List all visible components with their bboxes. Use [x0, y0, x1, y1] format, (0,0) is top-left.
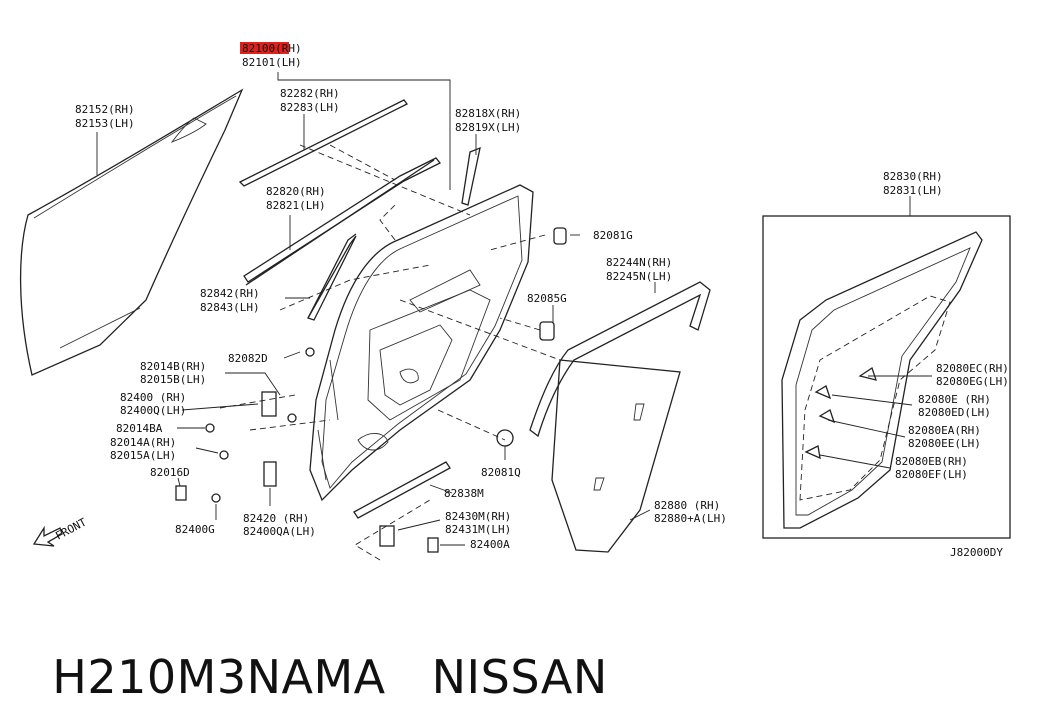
label-regulator-rh[interactable]: 82430M(RH): [445, 510, 511, 523]
label-clip-ea-rh[interactable]: 82080EA(RH): [908, 424, 981, 437]
label-hinge-upper-lh[interactable]: 82015B(LH): [140, 373, 206, 386]
label-cover-rh[interactable]: 82818X(RH): [455, 107, 521, 120]
label-glass-lh[interactable]: 82880+A(LH): [654, 512, 727, 525]
door-sash: [529, 281, 711, 438]
label-moulding-lh[interactable]: 82283(LH): [280, 101, 340, 114]
hinge-parts: [175, 227, 567, 553]
label-nut-400a[interactable]: 82400A: [470, 538, 510, 551]
label-hole-cover[interactable]: 82081Q: [481, 466, 521, 479]
label-outer-strip-rh[interactable]: 82820(RH): [266, 185, 326, 198]
label-hinge-rh[interactable]: 82400 (RH): [120, 391, 186, 404]
label-clip-ea-lh[interactable]: 82080EE(LH): [908, 437, 981, 450]
label-clip-eb-lh[interactable]: 82080EF(LH): [895, 468, 968, 481]
assembly-lines: [219, 144, 561, 561]
label-glass-rh[interactable]: 82880 (RH): [654, 499, 720, 512]
label-weatherstrip-lh[interactable]: 82831(LH): [883, 184, 943, 197]
label-clip-81g[interactable]: 82081G: [593, 229, 633, 242]
door-glass: [551, 359, 681, 553]
label-bolt-82d[interactable]: 82082D: [228, 352, 268, 365]
label-sash-rh[interactable]: 82244N(RH): [606, 256, 672, 269]
label-clip-e-rh[interactable]: 82080E (RH): [918, 393, 991, 406]
selected-part-highlight: [240, 42, 289, 54]
label-check-rh[interactable]: 82420 (RH): [243, 512, 309, 525]
label-hinge-lh[interactable]: 82400Q(LH): [120, 404, 186, 417]
label-hinge-lower-rh[interactable]: 82014A(RH): [110, 436, 176, 449]
inner-strip-bar: [353, 461, 451, 519]
door-inner-frame: [309, 184, 534, 502]
label-panel-lh[interactable]: 82153(LH): [75, 117, 135, 130]
door-outer-panel: [19, 88, 244, 376]
label-check-lh[interactable]: 82400QA(LH): [243, 525, 316, 538]
label-inner-strip[interactable]: 82838M: [444, 487, 484, 500]
label-weatherstrip-rh[interactable]: 82830(RH): [883, 170, 943, 183]
label-door-assy-lh[interactable]: 82101(LH): [242, 56, 302, 69]
weatherstrip-clips: [804, 366, 877, 460]
label-clip-eb-rh[interactable]: 82080EB(RH): [895, 455, 968, 468]
label-bolt-16d[interactable]: 82016D: [150, 466, 190, 479]
label-clip-ec-lh[interactable]: 82080EG(LH): [936, 375, 1009, 388]
footer-brand: NISSAN: [431, 650, 608, 704]
label-panel-rh[interactable]: 82152(RH): [75, 103, 135, 116]
label-sash-lh[interactable]: 82245N(LH): [606, 270, 672, 283]
label-outer-strip-lh[interactable]: 82821(LH): [266, 199, 326, 212]
front-label: FRONT: [53, 515, 89, 542]
label-clip-ec-rh[interactable]: 82080EC(RH): [936, 362, 1009, 375]
diagram-code: J82000DY: [950, 546, 1003, 559]
label-grommet-85g[interactable]: 82085G: [527, 292, 567, 305]
label-moulding-rh[interactable]: 82282(RH): [280, 87, 340, 100]
label-hinge-upper-rh[interactable]: 82014B(RH): [140, 360, 206, 373]
label-nut-400g[interactable]: 82400G: [175, 523, 215, 536]
footer-title: H210M3NAMA NISSAN: [22, 596, 608, 704]
label-door-assy-rh[interactable]: 82100(RH): [242, 42, 302, 55]
label-clip-e-lh[interactable]: 82080ED(LH): [918, 406, 991, 419]
leader-lines: [96, 72, 932, 546]
label-pillar-lh[interactable]: 82843(LH): [200, 301, 260, 314]
footer-part-number: H210M3NAMA: [52, 650, 386, 704]
label-hinge-lower-lh[interactable]: 82015A(LH): [110, 449, 176, 462]
label-pillar-rh[interactable]: 82842(RH): [200, 287, 260, 300]
label-regulator-lh[interactable]: 82431M(LH): [445, 523, 511, 536]
parts-diagram: FRONT 82100(RH) 82101(LH) 82152(RH) 8215…: [19, 42, 1011, 561]
weatherstrip-inset: [762, 215, 1011, 539]
label-cover-lh[interactable]: 82819X(LH): [455, 121, 521, 134]
front-arrow: [32, 525, 63, 547]
label-bolt-14ba[interactable]: 82014BA: [116, 422, 163, 435]
